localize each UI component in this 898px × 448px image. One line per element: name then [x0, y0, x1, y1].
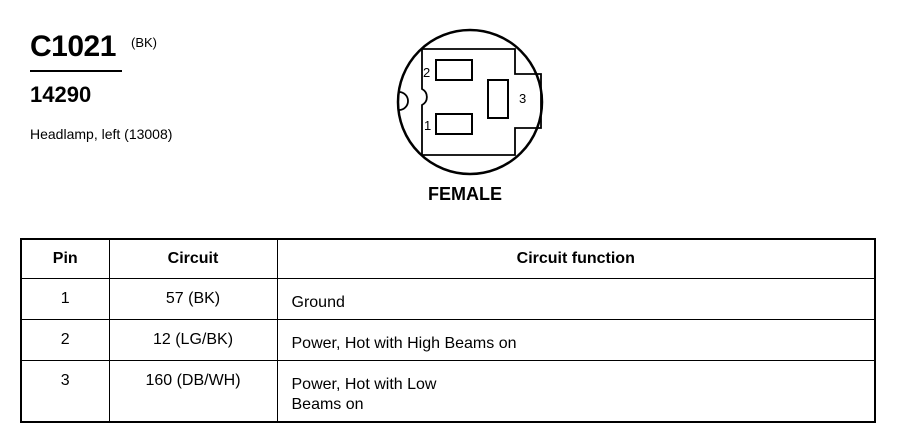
pin-1-number: 1 — [424, 118, 431, 133]
connector-description: Headlamp, left (13008) — [30, 126, 173, 142]
circuit-function-cell: Power, Hot with High Beams on — [276, 319, 876, 361]
table-header-row: Pin Circuit Circuit function — [20, 238, 876, 279]
pin-1-terminal — [435, 113, 473, 135]
circuit-function-line: Power, Hot with Low — [291, 376, 437, 393]
connector-gender-label: FEMALE — [428, 184, 502, 204]
table-row: 2 12 (LG/BK) Power, Hot with High Beams … — [20, 319, 876, 361]
connector-housing — [396, 28, 544, 176]
connector-face-diagram: 2 1 3 — [396, 28, 544, 176]
circuit-function-line: Beams on — [291, 396, 364, 413]
column-header-circuit: Circuit — [108, 238, 278, 279]
locking-notch — [398, 91, 409, 111]
header-divider — [30, 70, 122, 72]
pin-3-terminal — [487, 79, 509, 119]
table-row: 3 160 (DB/WH) Power, Hot with Low Beams … — [20, 360, 876, 423]
pin-cell: 2 — [20, 319, 110, 361]
circuit-function-line: Ground — [291, 294, 345, 311]
circuit-cell: 160 (DB/WH) — [108, 360, 278, 423]
circuit-function-cell: Power, Hot with Low Beams on — [276, 360, 876, 423]
connector-id: C1021 — [30, 30, 116, 63]
column-header-pin: Pin — [20, 238, 110, 279]
part-number: 14290 — [30, 82, 92, 107]
column-header-circuit-function: Circuit function — [276, 238, 876, 279]
pin-2-terminal — [435, 59, 473, 81]
pin-cell: 1 — [20, 278, 110, 320]
circuit-cell: 57 (BK) — [108, 278, 278, 320]
pin-circuit-table: Pin Circuit Circuit function 1 57 (BK) G… — [20, 238, 876, 423]
connector-body — [421, 48, 542, 156]
connector-color: (BK) — [131, 35, 157, 50]
table-row: 1 57 (BK) Ground — [20, 278, 876, 320]
circuit-function-line: Power, Hot with High Beams on — [291, 335, 517, 352]
pin-3-number: 3 — [519, 91, 526, 106]
circuit-cell: 12 (LG/BK) — [108, 319, 278, 361]
circuit-function-cell: Ground — [276, 278, 876, 320]
pin-2-number: 2 — [423, 65, 430, 80]
pin-cell: 3 — [20, 360, 110, 423]
